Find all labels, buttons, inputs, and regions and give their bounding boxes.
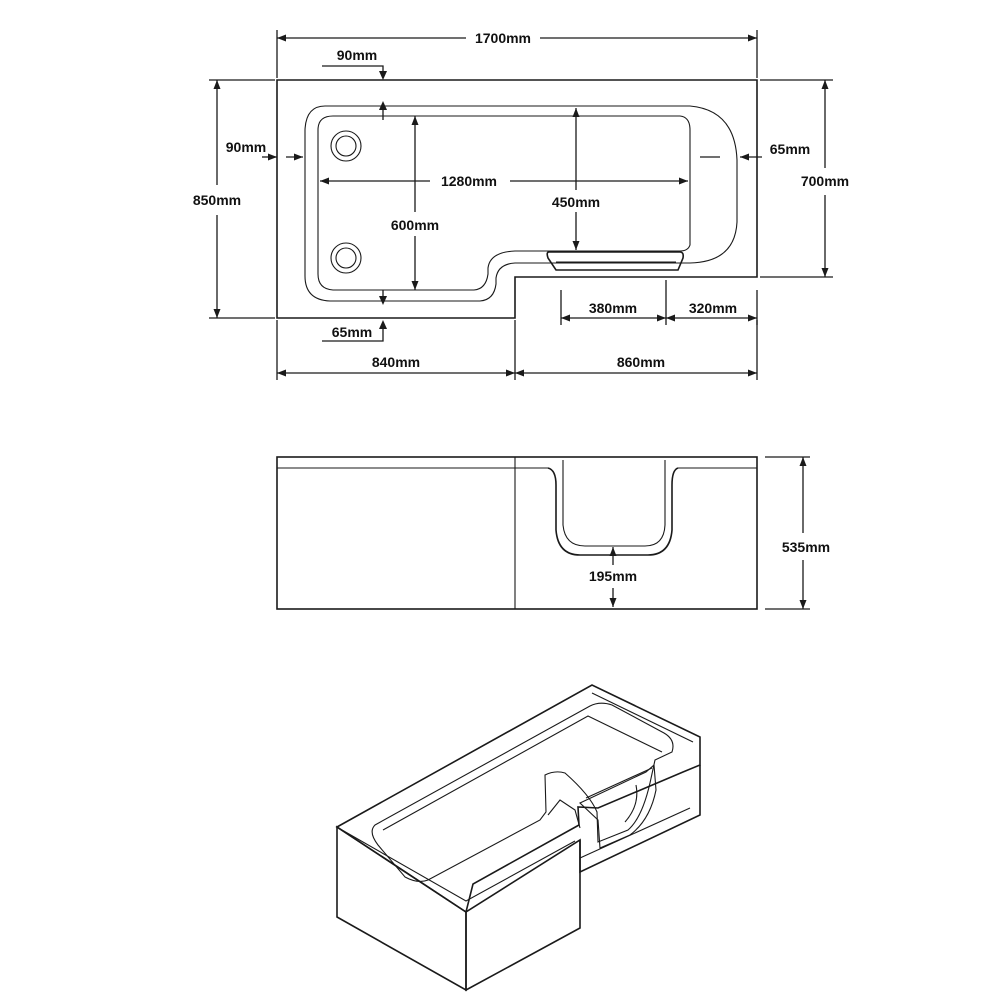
dim-overall-length: 1700mm (475, 30, 531, 46)
dim-height: 535mm (782, 539, 830, 555)
side-view: 535mm 195mm (276, 456, 830, 610)
dim-rim-bottom: 65mm (332, 324, 372, 340)
plan-view: 1700mm 90mm 90mm 1280mm 850mm 600mm 450m… (193, 30, 849, 380)
dim-narrow-width: 700mm (801, 173, 849, 189)
iso-top-outer (335, 684, 701, 914)
plan-outer-outline (276, 79, 758, 319)
plan-inner-basin (304, 105, 738, 302)
jet-top-icon (330, 130, 362, 162)
dim-inner-length: 1280mm (441, 173, 497, 189)
jet-bottom-icon (330, 242, 362, 274)
side-outer (276, 456, 758, 610)
dim-rim-right: 65mm (770, 141, 810, 157)
dim-step-depth: 450mm (552, 194, 600, 210)
iso-door (579, 763, 657, 849)
dim-step-height: 195mm (589, 568, 637, 584)
plan-inner-basin-inset (317, 115, 691, 291)
iso-basin (371, 702, 674, 883)
dim-door-width: 380mm (589, 300, 637, 316)
isometric-view (335, 684, 701, 992)
dim-door-offset: 320mm (689, 300, 737, 316)
iso-step-face (465, 838, 581, 992)
door-seal (546, 251, 684, 271)
iso-front-face (336, 825, 467, 992)
dim-wide-section: 840mm (372, 354, 420, 370)
dim-inner-width: 600mm (391, 217, 439, 233)
dim-narrow-section: 860mm (617, 354, 665, 370)
dim-rim-end: 90mm (226, 139, 266, 155)
dim-rim-top: 90mm (337, 47, 377, 63)
dim-overall-width: 850mm (193, 192, 241, 208)
iso-right-face (579, 765, 701, 874)
side-door-cutout-inner (562, 460, 666, 547)
